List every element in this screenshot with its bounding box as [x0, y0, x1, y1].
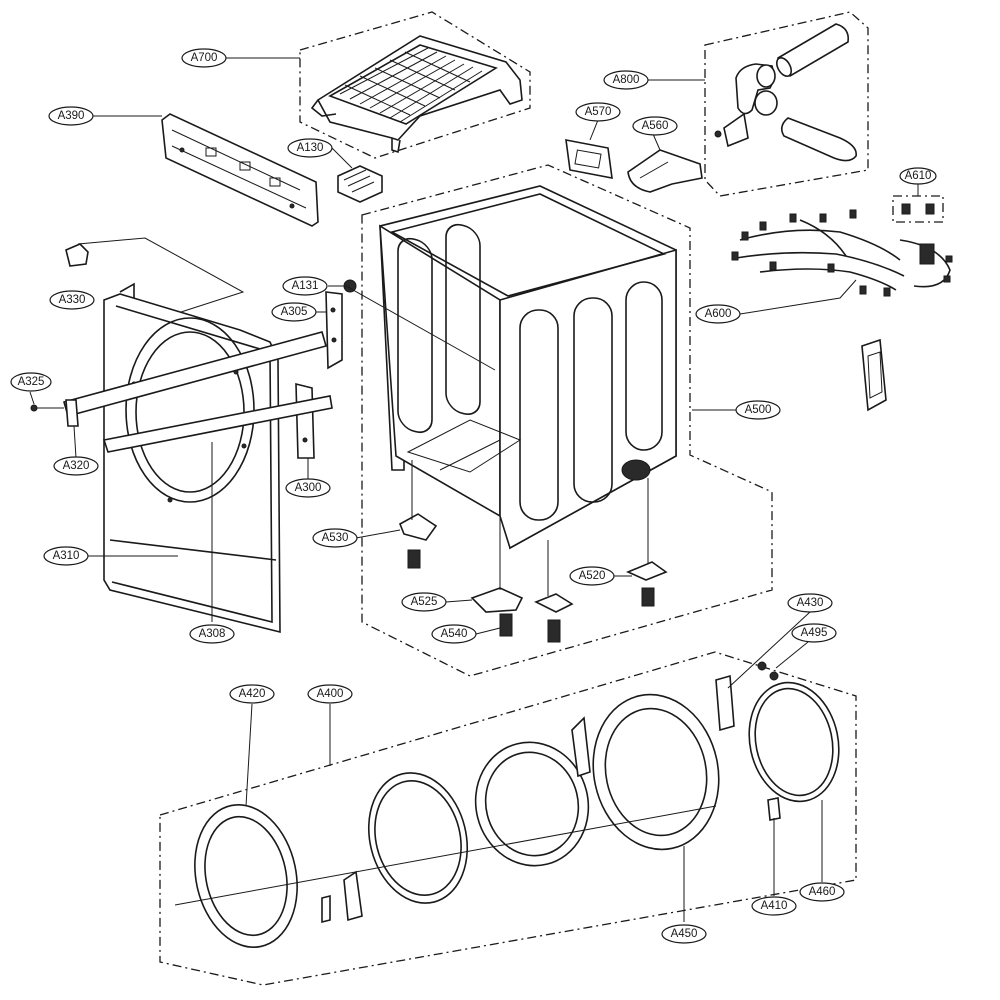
- leg-bracket-a530: [398, 513, 438, 569]
- label-a130-text: A130: [297, 142, 324, 154]
- label-a320-text: A320: [63, 460, 90, 472]
- label-a308: A308: [189, 624, 235, 644]
- label-a520: A520: [569, 566, 615, 586]
- leg-bracket-a525: [470, 587, 524, 613]
- label-a130: A130: [287, 138, 333, 158]
- hinge-bracket-a300: [295, 382, 315, 459]
- label-a460-text: A460: [809, 886, 836, 898]
- boundary-a400: [159, 651, 857, 986]
- label-a600: A600: [695, 304, 741, 324]
- leg-bracket-a520: [625, 561, 668, 607]
- latch-part: [861, 338, 887, 412]
- label-a430-text: A430: [797, 597, 824, 609]
- label-a610-text: A610: [905, 170, 932, 182]
- hinge-bracket-a305: [325, 291, 343, 370]
- label-a410-text: A410: [761, 900, 788, 912]
- label-a450-text: A450: [671, 928, 698, 940]
- rail-a320: [30, 331, 333, 453]
- label-a450: A450: [661, 924, 707, 944]
- label-a400: A400: [307, 684, 353, 704]
- clip-a330: [65, 237, 245, 323]
- group-boundaries: [159, 11, 944, 986]
- boundary-a700: [299, 11, 531, 159]
- label-a131-text: A131: [292, 280, 319, 292]
- label-a560: A560: [632, 116, 678, 136]
- label-a400-text: A400: [317, 688, 344, 700]
- label-a410: A410: [751, 896, 797, 916]
- label-a495: A495: [791, 623, 837, 643]
- label-a310-text: A310: [53, 550, 80, 562]
- leg-a540: [499, 593, 574, 643]
- boundary-a610: [892, 195, 944, 223]
- label-a800-text: A800: [613, 74, 640, 86]
- cabinet-a500: [343, 185, 677, 550]
- leader-lines: [29, 57, 919, 922]
- label-a320: A320: [53, 456, 99, 476]
- label-a330: A330: [49, 290, 95, 310]
- label-a325: A325: [10, 372, 52, 392]
- label-a570-text: A570: [585, 106, 612, 118]
- label-a525: A525: [401, 592, 447, 612]
- wire-harness-a600: [731, 209, 953, 297]
- label-a460: A460: [799, 882, 845, 902]
- door-assembly-a400: [174, 661, 840, 948]
- exhaust-parts-a800: [714, 23, 857, 162]
- label-a300: A300: [285, 478, 331, 498]
- duct-piece-a560: [627, 149, 703, 193]
- label-a560-text: A560: [642, 120, 669, 132]
- label-a700-text: A700: [191, 52, 218, 64]
- label-a308-text: A308: [199, 628, 226, 640]
- label-a420: A420: [229, 684, 275, 704]
- sensor-block-a130: [337, 165, 383, 203]
- label-a430: A430: [787, 593, 833, 613]
- label-a495-text: A495: [801, 627, 828, 639]
- label-a570: A570: [575, 102, 621, 122]
- label-a390-text: A390: [58, 110, 85, 122]
- cover-plate-a570: [565, 139, 613, 179]
- connectors-a610: [901, 203, 935, 215]
- label-a420-text: A420: [239, 688, 266, 700]
- label-a800: A800: [603, 70, 649, 90]
- label-a520-text: A520: [579, 570, 606, 582]
- label-a390: A390: [48, 106, 94, 126]
- duct-assembly-a700: [310, 35, 523, 154]
- label-a525-text: A525: [411, 596, 438, 608]
- label-a600-text: A600: [705, 308, 732, 320]
- label-a540: A540: [431, 624, 477, 644]
- callout-labels: A700 A800 A390 A570 A560 A130 A610 A330 …: [10, 48, 937, 944]
- label-a305: A305: [271, 302, 317, 322]
- label-a540-text: A540: [441, 628, 468, 640]
- label-a131: A131: [282, 276, 328, 296]
- label-a530-text: A530: [322, 532, 349, 544]
- label-a500-text: A500: [745, 404, 772, 416]
- label-a300-text: A300: [295, 482, 322, 494]
- label-a500: A500: [735, 400, 781, 420]
- label-a325-text: A325: [18, 376, 45, 388]
- label-a530: A530: [312, 528, 358, 548]
- label-a330-text: A330: [59, 294, 86, 306]
- label-a610: A610: [899, 167, 937, 185]
- label-a310: A310: [43, 546, 89, 566]
- control-bracket-a390: [161, 113, 319, 227]
- label-a700: A700: [181, 48, 227, 68]
- front-panel-a310: [103, 282, 281, 634]
- label-a305-text: A305: [281, 306, 308, 318]
